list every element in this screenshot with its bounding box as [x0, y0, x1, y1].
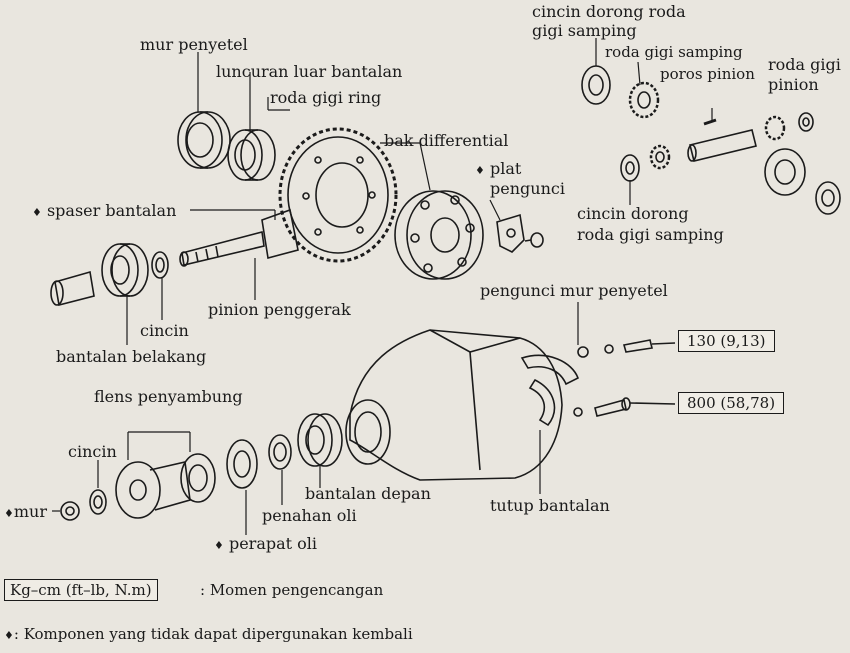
label-bak-differential: bak differential [384, 131, 509, 150]
front-bearing-part [297, 413, 343, 467]
torque-value-upper: 130 (9,13) [678, 330, 775, 352]
label-cincin-lower: cincin [68, 442, 117, 461]
label-roda-gigi-ring: roda gigi ring [270, 88, 382, 107]
pinion-nut-part [60, 501, 80, 521]
label-roda-gigi-pinion-1: roda gigi [768, 55, 841, 74]
lock-plate-part [496, 213, 544, 253]
label-spaser-bantalan: ♦ spaser bantalan [32, 201, 177, 220]
label-cincin-dorong-bottom-1: cincin dorong [577, 204, 689, 223]
label-cincin-dorong-top-2: gigi samping [532, 21, 637, 40]
label-cincin-dorong-top-1: cincin dorong roda [532, 2, 686, 21]
legend-bullet-row: ♦: Komponen yang tidak dapat dipergunaka… [4, 624, 413, 646]
pinion-gear-part [764, 112, 841, 215]
oil-slinger-part [268, 434, 292, 470]
torque-value-lower: 800 (58,78) [678, 392, 785, 414]
leader-lines [52, 38, 713, 535]
lower-thrust-washer-part [620, 154, 640, 182]
bullet-icon: ♦ [214, 539, 224, 552]
label-bantalan-depan: bantalan depan [305, 484, 431, 503]
label-bantalan-belakang: bantalan belakang [56, 347, 207, 366]
drive-pinion-part [179, 208, 299, 267]
carrier-housing-part [345, 329, 563, 481]
bearing-outer-race-part [227, 129, 276, 181]
bullet-icon: ♦ [32, 206, 42, 219]
washer-lower-part [89, 489, 107, 515]
differential-case-part [394, 190, 484, 280]
ring-gear-part [278, 127, 398, 263]
label-mur: ♦mur [4, 502, 47, 521]
cap-bolt-lower-part [573, 397, 676, 417]
bullet-icon: ♦ [475, 164, 485, 177]
upper-thrust-washer-part [581, 65, 611, 105]
cap-bolt-upper-part [577, 339, 676, 358]
bullet-icon: ♦ [4, 629, 14, 642]
label-pinion-penggerak: pinion penggerak [208, 300, 351, 319]
legend-unit-box: Kg–cm (ft–lb, N.m) [4, 579, 158, 601]
label-flens-penyambung: flens penyambung [94, 387, 243, 406]
label-penahan-oli: penahan oli [262, 506, 357, 525]
bearing-cap-part [520, 354, 580, 427]
bullet-icon: ♦ [4, 507, 14, 520]
oil-seal-part [226, 439, 258, 489]
legend-unit-text: : Momen pengencangan [200, 581, 384, 599]
lower-side-gear-part [649, 144, 671, 170]
bearing-spacer-part [50, 270, 95, 306]
label-poros-pinion: poros pinion [660, 65, 755, 83]
label-plat: ♦ plat [475, 159, 522, 178]
label-tutup-bantalan: tutup bantalan [490, 496, 610, 515]
label-pengunci-mur-penyetel: pengunci mur penyetel [480, 281, 668, 300]
label-pengunci: pengunci [490, 179, 565, 198]
label-luncuran-luar-bantalan: luncuran luar bantalan [216, 62, 403, 81]
rear-bearing-part [101, 243, 149, 297]
washer-upper-part [151, 251, 169, 279]
label-cincin-dorong-bottom-2: roda gigi samping [577, 225, 724, 244]
label-roda-gigi-pinion-2: pinion [768, 75, 819, 94]
legend-bullet-text: : Komponen yang tidak dapat dipergunakan… [13, 625, 413, 643]
label-roda-gigi-samping: roda gigi samping [605, 43, 743, 61]
pinion-shaft-part [687, 118, 757, 162]
label-mur-penyetel: mur penyetel [140, 35, 248, 54]
companion-flange-part [115, 453, 216, 519]
adjusting-nut-part [177, 111, 231, 169]
upper-side-gear-part [628, 81, 660, 119]
label-cincin-upper: cincin [140, 321, 189, 340]
label-perapat-oli: ♦ perapat oli [214, 534, 318, 553]
